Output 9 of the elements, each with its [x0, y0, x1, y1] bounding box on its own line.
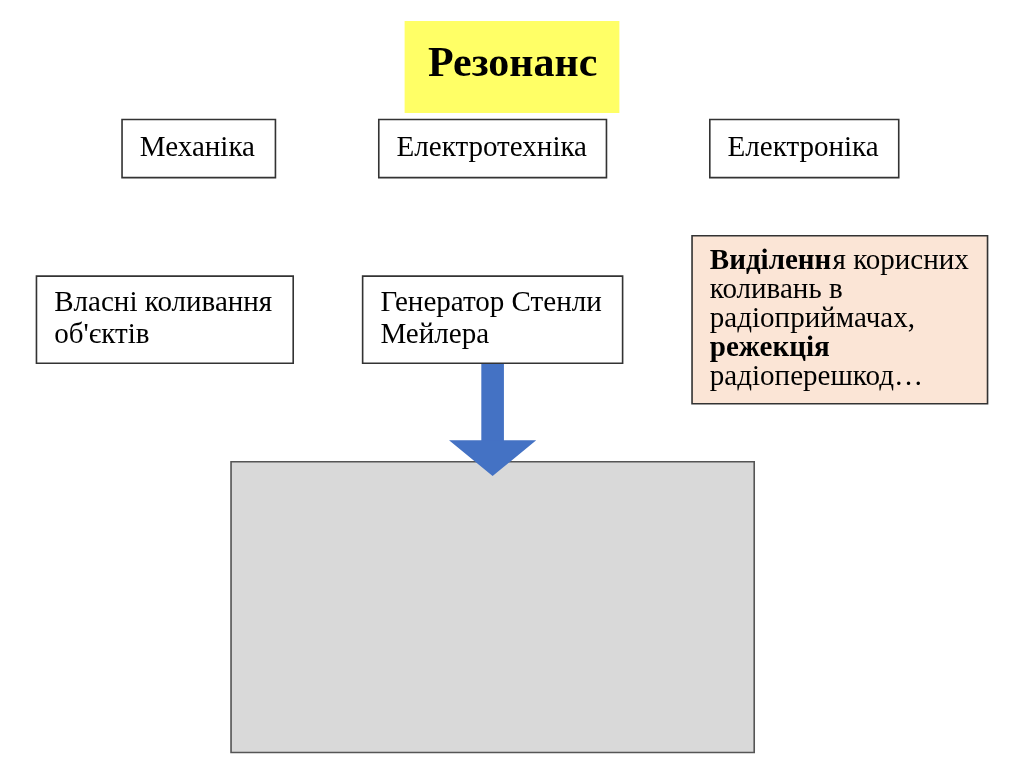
node-box: Виділення корисних коливань в радіоприймачах, режекція радіоперешкод… [691, 234, 989, 405]
node-box: Механіка [121, 118, 277, 179]
arrow [449, 363, 537, 476]
node-box [230, 461, 755, 754]
node-box: Власні коливання об'єктів [35, 275, 294, 365]
diagram-title: Резонанс [428, 39, 598, 86]
node-box: Електротехніка [377, 118, 608, 179]
node-box: Генератор Стенли Мейлера [361, 275, 624, 365]
node-box: Електроніка [709, 118, 900, 179]
